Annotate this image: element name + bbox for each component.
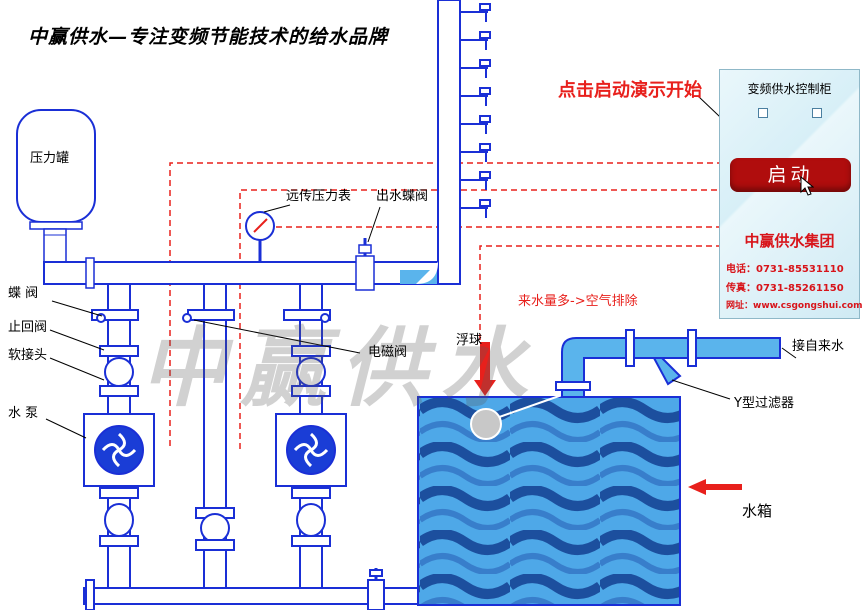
- suction-pipe: [83, 568, 421, 610]
- label-water-pump: 水 泵: [8, 406, 39, 421]
- label-remote-gauge: 远传压力表: [286, 189, 352, 204]
- riser-pipe: [416, 0, 491, 285]
- remote-pressure-gauge: [245, 211, 275, 262]
- label-solenoid-valve: 电磁阀: [368, 345, 408, 360]
- indicator-lamp-left: [758, 108, 768, 118]
- label-soft-joint: 软接头: [8, 348, 48, 363]
- label-water-tank: 水箱: [742, 502, 773, 520]
- start-button[interactable]: 启动: [730, 158, 851, 192]
- cursor-icon: [800, 176, 814, 196]
- company-website: 网址：www.csgongshui.com: [726, 301, 863, 311]
- main-header-pipe: [43, 238, 455, 291]
- label-outlet-valve: 出水蝶阀: [376, 189, 429, 204]
- air-note: 来水量多->空气排除: [518, 294, 638, 309]
- control-cabinet: 变频供水控制柜 启动 中赢供水集团 电话：0731-85531110 传真：07…: [719, 69, 863, 319]
- tank-pointer-arrow: [688, 479, 742, 495]
- signal-lines: [169, 162, 720, 449]
- label-check-valve: 止回阀: [8, 320, 48, 335]
- label-y-filter: Y型过滤器: [734, 396, 794, 411]
- label-pressure-tank: 压力罐: [30, 151, 70, 166]
- headline: 中赢供水—专注变频节能技术的给水品牌: [28, 26, 389, 48]
- company-name: 中赢供水集团: [744, 232, 835, 250]
- demo-hint: 点击启动演示开始: [558, 80, 702, 101]
- label-butterfly-valve: 蝶 阀: [8, 286, 39, 301]
- label-tap-water-inlet: 接自来水: [792, 339, 845, 354]
- inlet-pipe: [555, 329, 781, 398]
- water-tank: [417, 342, 681, 606]
- company-phone: 电话：0731-85531110: [726, 264, 844, 275]
- watermark: 中赢供水: [140, 318, 540, 419]
- cabinet-title: 变频供水控制柜: [747, 82, 832, 96]
- label-float-ball: 浮球: [456, 333, 483, 348]
- company-fax: 传真：0731-85261150: [726, 283, 844, 294]
- pressure-tank: [16, 109, 96, 270]
- pump-impellers: [101, 432, 329, 468]
- indicator-lamp-right: [812, 108, 822, 118]
